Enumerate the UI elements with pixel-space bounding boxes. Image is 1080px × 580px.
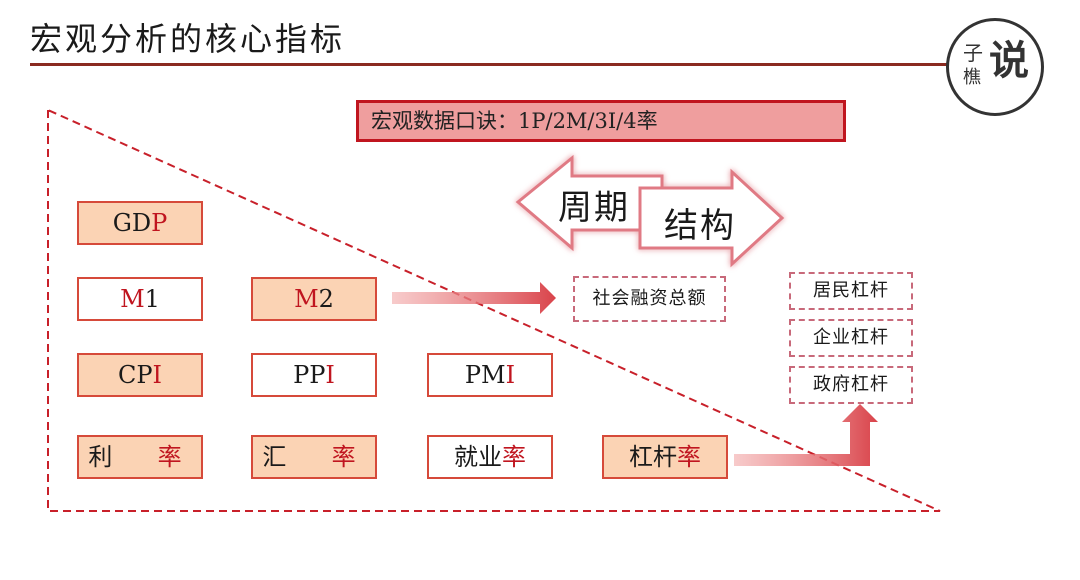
fx-accent: 率 [331, 443, 366, 471]
page-title: 宏观分析的核心指标 [30, 20, 346, 58]
m1-base: 1 [144, 285, 160, 313]
interest-accent: 率 [157, 443, 192, 471]
logo-char-2: 樵 [963, 67, 981, 88]
leverage-elbow-arrow [734, 404, 878, 466]
indicator-ppi: PPI [251, 353, 377, 397]
brand-logo: 子 樵 说 [946, 18, 1044, 116]
government-leverage-box: 政府杠杆 [789, 366, 913, 404]
indicator-m1: M1 [77, 277, 203, 321]
structure-label: 结构 [664, 206, 736, 246]
indicator-interest-rate: 利 率 [77, 435, 203, 479]
logo-char-1: 子 [963, 41, 983, 65]
indicator-leverage-ratio: 杠杆率 [602, 435, 728, 479]
logo-mark: 说 [989, 38, 1029, 84]
gdp-accent: P [151, 209, 168, 237]
right-arrow-structure [638, 168, 785, 268]
title-underline [30, 63, 948, 66]
cycle-label: 周期 [558, 188, 630, 228]
leverage-base: 杠杆 [629, 443, 677, 471]
m2-base: 2 [318, 285, 334, 313]
ppi-accent: I [325, 361, 335, 389]
triangle-outline [47, 108, 941, 512]
pmi-base: PM [464, 361, 506, 389]
indicator-cpi: CPI [77, 353, 203, 397]
indicator-employment-rate: 就业率 [427, 435, 553, 479]
household-leverage-box: 居民杠杆 [789, 272, 913, 310]
fx-base: 汇 [262, 443, 297, 471]
indicator-pmi: PMI [427, 353, 553, 397]
gdp-base: GD [112, 209, 152, 237]
cpi-accent: I [152, 361, 162, 389]
social-financing-box: 社会融资总额 [573, 276, 726, 322]
indicator-m2: M2 [251, 277, 377, 321]
leverage-accent: 率 [677, 443, 701, 471]
cpi-base: CP [118, 361, 153, 389]
interest-base: 利 [88, 443, 123, 471]
cycle-structure-arrow [515, 154, 785, 268]
employment-accent: 率 [502, 443, 526, 471]
corporate-leverage-box: 企业杠杆 [789, 319, 913, 357]
pmi-accent: I [505, 361, 516, 389]
m1-accent: M [120, 285, 145, 313]
ppi-base: PP [293, 361, 326, 389]
m2-accent: M [294, 285, 319, 313]
mnemonic-banner: 宏观数据口诀：1P/2M/3I/4率 [356, 100, 846, 142]
indicator-fx-rate: 汇 率 [251, 435, 377, 479]
indicator-gdp: GDP [77, 201, 203, 245]
employment-base: 就业 [454, 443, 502, 471]
m2-to-financing-arrow [392, 282, 556, 314]
